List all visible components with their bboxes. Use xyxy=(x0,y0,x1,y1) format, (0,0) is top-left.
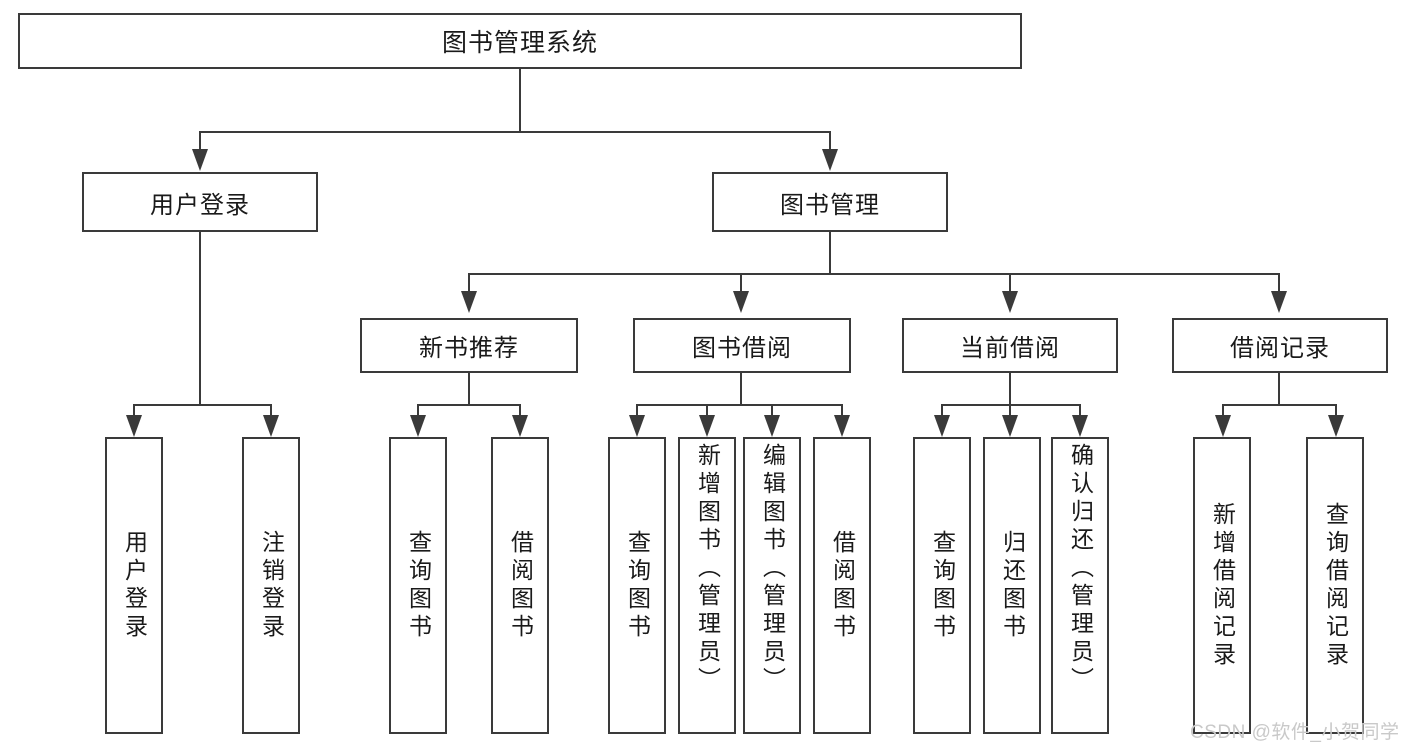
connector-level2-drop-2 xyxy=(740,273,742,291)
connector-book-borrow-bus xyxy=(636,404,842,406)
connector-current-borrow-stem xyxy=(1009,373,1011,405)
connector-borrow-record-drop-1 xyxy=(1222,404,1224,415)
arrow-to-return-book xyxy=(1002,415,1018,437)
connector-borrow-record-stem xyxy=(1278,373,1280,405)
connector-new-book-bus xyxy=(417,404,520,406)
leaf-add-book-admin[interactable]: 新增图书（管理员） xyxy=(678,437,736,734)
leaf-label: 借阅图书 xyxy=(507,529,534,642)
leaf-user-login[interactable]: 用户登录 xyxy=(105,437,163,734)
watermark-text: CSDN @软件_小贺同学 xyxy=(1190,722,1400,743)
connector-level1-drop-1 xyxy=(199,131,201,149)
connector-current-borrow-drop-3 xyxy=(1079,404,1081,415)
connector-level2-drop-1 xyxy=(468,273,470,291)
arrow-to-borrow-book-2 xyxy=(834,415,850,437)
connector-level2-bus xyxy=(468,273,1280,275)
node-label: 图书管理 xyxy=(780,191,880,219)
leaf-borrow-book[interactable]: 借阅图书 xyxy=(813,437,871,734)
leaf-edit-book-admin[interactable]: 编辑图书（管理员） xyxy=(743,437,801,734)
arrow-to-new-book-recommend xyxy=(461,291,477,313)
connector-book-borrow-drop-2 xyxy=(706,404,708,415)
connector-level1-bus xyxy=(199,131,831,133)
leaf-label: 借阅图书 xyxy=(829,529,856,642)
arrow-to-confirm-return xyxy=(1072,415,1088,437)
arrow-to-query-book-1 xyxy=(410,415,426,437)
leaf-borrow-book-recommend[interactable]: 借阅图书 xyxy=(491,437,549,734)
node-book-borrow[interactable]: 图书借阅 xyxy=(633,318,851,373)
node-root-system[interactable]: 图书管理系统 xyxy=(18,13,1022,69)
node-label: 图书管理系统 xyxy=(441,29,598,57)
leaf-query-book-recommend[interactable]: 查询图书 xyxy=(389,437,447,734)
node-user-login[interactable]: 用户登录 xyxy=(82,172,318,232)
node-new-book-recommend[interactable]: 新书推荐 xyxy=(360,318,578,373)
arrow-to-add-book xyxy=(699,415,715,437)
arrow-to-book-borrow xyxy=(733,291,749,313)
arrow-to-user-login xyxy=(192,149,208,171)
node-book-management[interactable]: 图书管理 xyxy=(712,172,948,232)
connector-book-management-stem xyxy=(829,232,831,274)
leaf-label: 查询图书 xyxy=(624,529,651,642)
connector-root-stem xyxy=(519,69,521,132)
connector-level1-drop-2 xyxy=(829,131,831,149)
leaf-add-borrow-record[interactable]: 新增借阅记录 xyxy=(1193,437,1251,734)
arrow-to-logout-leaf xyxy=(263,415,279,437)
leaf-label: 新增图书（管理员） xyxy=(694,443,721,695)
leaf-label: 用户登录 xyxy=(121,529,148,642)
connector-user-login-drop-1 xyxy=(133,404,135,415)
node-label: 新书推荐 xyxy=(419,335,519,362)
connector-book-borrow-stem xyxy=(740,373,742,405)
connector-new-book-drop-1 xyxy=(417,404,419,415)
node-label: 当前借阅 xyxy=(960,335,1060,362)
connector-borrow-record-drop-2 xyxy=(1335,404,1337,415)
leaf-label: 查询借阅记录 xyxy=(1322,501,1349,670)
leaf-label: 新增借阅记录 xyxy=(1209,501,1236,670)
arrow-to-current-borrow xyxy=(1002,291,1018,313)
leaf-query-borrow-record[interactable]: 查询借阅记录 xyxy=(1306,437,1364,734)
connector-user-login-drop-2 xyxy=(270,404,272,415)
node-current-borrow[interactable]: 当前借阅 xyxy=(902,318,1118,373)
connector-book-borrow-drop-3 xyxy=(771,404,773,415)
arrow-to-user-login-leaf xyxy=(126,415,142,437)
connector-user-login-stem xyxy=(199,232,201,405)
leaf-confirm-return-admin[interactable]: 确认归还（管理员） xyxy=(1051,437,1109,734)
arrow-to-add-borrow-record xyxy=(1215,415,1231,437)
connector-borrow-record-bus xyxy=(1222,404,1336,406)
leaf-label: 编辑图书（管理员） xyxy=(759,443,786,695)
connector-level2-drop-4 xyxy=(1278,273,1280,291)
connector-book-borrow-drop-4 xyxy=(841,404,843,415)
connector-new-book-stem xyxy=(468,373,470,405)
node-label: 用户登录 xyxy=(150,191,250,219)
leaf-query-book-borrow[interactable]: 查询图书 xyxy=(608,437,666,734)
arrow-to-book-management xyxy=(822,149,838,171)
arrow-to-borrow-book-1 xyxy=(512,415,528,437)
connector-book-borrow-drop-1 xyxy=(636,404,638,415)
connector-new-book-drop-2 xyxy=(519,404,521,415)
arrow-to-query-book-3 xyxy=(934,415,950,437)
leaf-label: 查询图书 xyxy=(929,529,956,642)
connector-current-borrow-drop-2 xyxy=(1009,404,1011,415)
node-label: 借阅记录 xyxy=(1230,335,1330,362)
leaf-label: 归还图书 xyxy=(999,529,1026,642)
connector-user-login-bus xyxy=(133,404,271,406)
leaf-query-book-current[interactable]: 查询图书 xyxy=(913,437,971,734)
connector-current-borrow-drop-1 xyxy=(941,404,943,415)
connector-level2-drop-3 xyxy=(1009,273,1011,291)
leaf-return-book[interactable]: 归还图书 xyxy=(983,437,1041,734)
leaf-logout[interactable]: 注销登录 xyxy=(242,437,300,734)
arrow-to-borrow-record xyxy=(1271,291,1287,313)
leaf-label: 确认归还（管理员） xyxy=(1067,443,1094,695)
leaf-label: 查询图书 xyxy=(405,529,432,642)
arrow-to-query-book-2 xyxy=(629,415,645,437)
node-borrow-record[interactable]: 借阅记录 xyxy=(1172,318,1388,373)
leaf-label: 注销登录 xyxy=(258,529,285,642)
arrow-to-query-borrow-record xyxy=(1328,415,1344,437)
watermark-csdn: CSDN @软件_小贺同学 xyxy=(1190,717,1399,744)
node-label: 图书借阅 xyxy=(692,335,792,362)
arrow-to-edit-book xyxy=(764,415,780,437)
